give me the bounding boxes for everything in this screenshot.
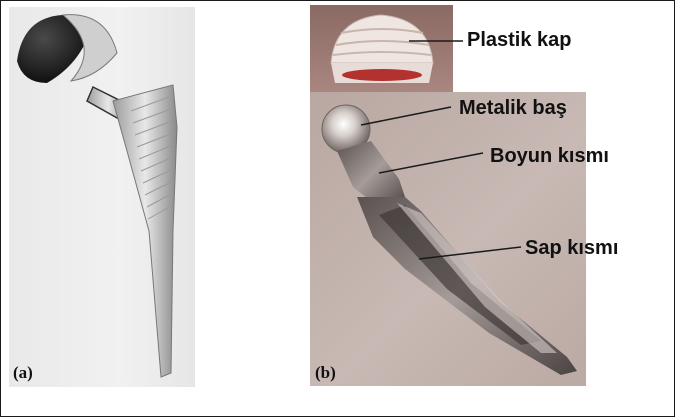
label-stem: Sap kısmı bbox=[525, 237, 618, 260]
panel-a-tag: (a) bbox=[13, 363, 33, 383]
label-plastic-cap: Plastik kap bbox=[467, 29, 572, 52]
label-metal-head: Metalik baş bbox=[459, 97, 567, 120]
implant-a bbox=[17, 15, 177, 377]
panel-b-tag: (b) bbox=[315, 363, 336, 383]
plastic-cap bbox=[331, 15, 433, 83]
label-neck: Boyun kısmı bbox=[490, 145, 609, 168]
stem-a bbox=[113, 85, 177, 377]
